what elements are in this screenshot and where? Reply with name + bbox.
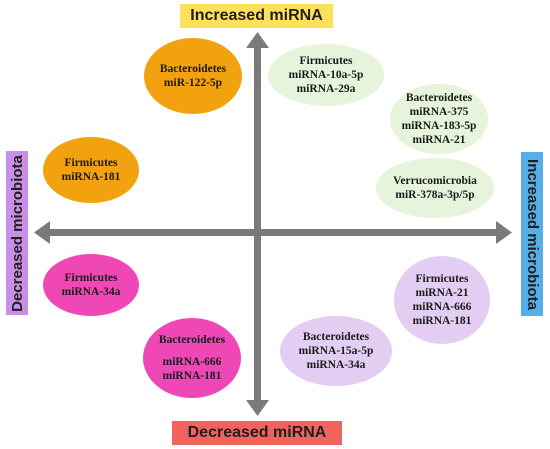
ellipse-mirna: miRNA-29a bbox=[296, 83, 356, 95]
ellipse-mirna: miRNA-34a bbox=[306, 359, 366, 371]
decreased-microbiota-label: Decreased microbiota bbox=[8, 154, 26, 312]
horizontal-axis-line bbox=[46, 229, 496, 236]
ellipse-mirna: miRNA-21 bbox=[412, 134, 466, 146]
ellipse-mirna: miRNA-181 bbox=[162, 370, 222, 382]
down-arrow-head bbox=[246, 400, 269, 416]
firmicutes-mirna-21-ellipse: Firmicutes miRNA-21 miRNA-666 miRNA-181 bbox=[394, 256, 490, 344]
ellipse-phylum: Verrucomicrobia bbox=[393, 175, 477, 187]
verrucomicrobia-mir-378a-ellipse: Verrucomicrobia miR-378a-3p/5p bbox=[376, 158, 494, 218]
ellipse-mirna: miRNA-666 bbox=[412, 301, 472, 313]
up-arrow-head bbox=[246, 32, 269, 48]
ellipse-mirna: miRNA-15a-5p bbox=[298, 345, 374, 357]
ellipse-mirna: miRNA-666 bbox=[162, 356, 222, 368]
bacteroidetes-mir-122-ellipse: Bacteroidetes miR-122-5p bbox=[144, 38, 242, 114]
ellipse-mirna: miR-122-5p bbox=[163, 77, 223, 89]
ellipse-phylum: Bacteroidetes bbox=[158, 334, 226, 346]
ellipse-mirna: miRNA-181 bbox=[412, 315, 472, 327]
ellipse-phylum: Bacteroidetes bbox=[405, 92, 473, 104]
ellipse-phylum: Firmicutes bbox=[64, 272, 118, 284]
axes-arrows bbox=[34, 32, 512, 416]
ellipse-mirna: miRNA-183-5p bbox=[401, 120, 477, 132]
decreased-microbiota-label-box: Decreased microbiota bbox=[6, 151, 28, 315]
firmicutes-mirna-181-orange-ellipse: Firmicutes miRNA-181 bbox=[43, 137, 139, 203]
firmicutes-mirna-34a-ellipse: Firmicutes miRNA-34a bbox=[43, 254, 139, 316]
ellipse-mirna: miR-378a-3p/5p bbox=[395, 189, 475, 201]
ellipse-phylum: Firmicutes bbox=[64, 157, 118, 169]
ellipse-mirna: miRNA-181 bbox=[61, 171, 121, 183]
vertical-axis-line bbox=[254, 44, 261, 404]
ellipse-phylum: Firmicutes bbox=[415, 273, 469, 285]
firmicutes-mirna-10a-ellipse: Firmicutes miRNA-10a-5p miRNA-29a bbox=[268, 44, 384, 106]
decreased-mirna-label: Decreased miRNA bbox=[172, 421, 342, 445]
bacteroidetes-mirna-666-ellipse: Bacteroidetes miRNA-666 miRNA-181 bbox=[143, 318, 241, 398]
ellipse-mirna: miRNA-34a bbox=[61, 286, 121, 298]
ellipse-mirna: miRNA-10a-5p bbox=[288, 69, 364, 81]
increased-mirna-label: Increased miRNA bbox=[180, 4, 333, 28]
left-arrow-head bbox=[34, 221, 50, 244]
bacteroidetes-mirna-15a-ellipse: Bacteroidetes miRNA-15a-5p miRNA-34a bbox=[280, 316, 392, 386]
ellipse-phylum: Bacteroidetes bbox=[302, 331, 370, 343]
ellipse-phylum: Bacteroidetes bbox=[159, 63, 227, 75]
increased-microbiota-label: Increased microbiota bbox=[523, 158, 541, 310]
right-arrow-head bbox=[496, 221, 512, 244]
bacteroidetes-mirna-375-ellipse: Bacteroidetes miRNA-375 miRNA-183-5p miR… bbox=[390, 84, 488, 154]
ellipse-phylum: Firmicutes bbox=[299, 55, 353, 67]
ellipse-mirna: miRNA-21 bbox=[415, 287, 469, 299]
ellipse-mirna: miRNA-375 bbox=[409, 106, 469, 118]
increased-microbiota-label-box: Increased microbiota bbox=[521, 152, 543, 316]
